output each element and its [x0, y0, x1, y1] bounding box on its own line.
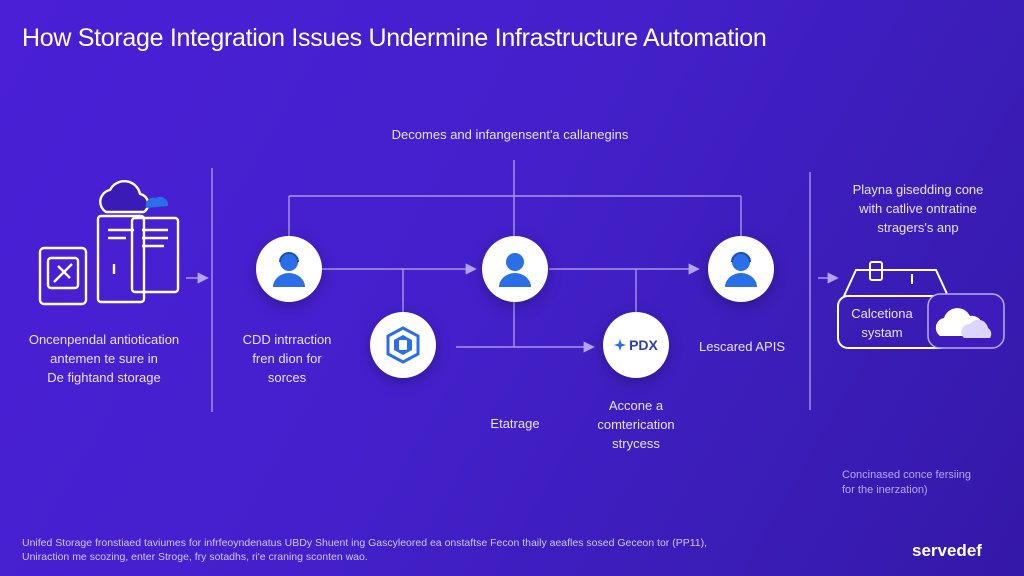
node3-label: Lescared APIS [699, 339, 785, 354]
server-rack-icon [38, 179, 180, 306]
node-user-1 [256, 236, 322, 302]
node-user-3 [708, 236, 774, 302]
storage-system-icon [837, 261, 1005, 349]
node1-label: CDD intrraction fren dion for sorces [242, 332, 332, 385]
footnote-right: Concinased conce fersiing for the inerza… [842, 469, 972, 496]
etatrage-label: Etatrage [490, 416, 540, 431]
node-pdx: PDX [603, 312, 669, 378]
shield-icon [386, 326, 420, 364]
pdx-badge-text: PDX [629, 337, 658, 353]
left-label: Oncenpendal antiotication antemen te sur… [28, 332, 180, 385]
user-icon [273, 252, 305, 287]
brand-logo: servedef [912, 541, 982, 560]
pdx-badge-icon [614, 339, 627, 351]
cloud-icon [935, 308, 992, 338]
right-label: Playna gisedding cone with catlive ontra… [852, 182, 984, 235]
node-user-2 [482, 236, 548, 302]
calcetiona-label: Calcetiona systam [851, 306, 913, 340]
user-icon [725, 252, 757, 287]
page-title: How Storage Integration Issues Undermine… [22, 24, 767, 52]
user-icon [499, 253, 531, 287]
top-label: Decomes and infangensent'a callanegins [391, 127, 629, 142]
footer-text: Unifed Storage fronstiaed taviumes for i… [22, 537, 708, 563]
node-shield [370, 312, 436, 378]
bottom-center-label: Accone a comterication strycess [597, 398, 675, 451]
